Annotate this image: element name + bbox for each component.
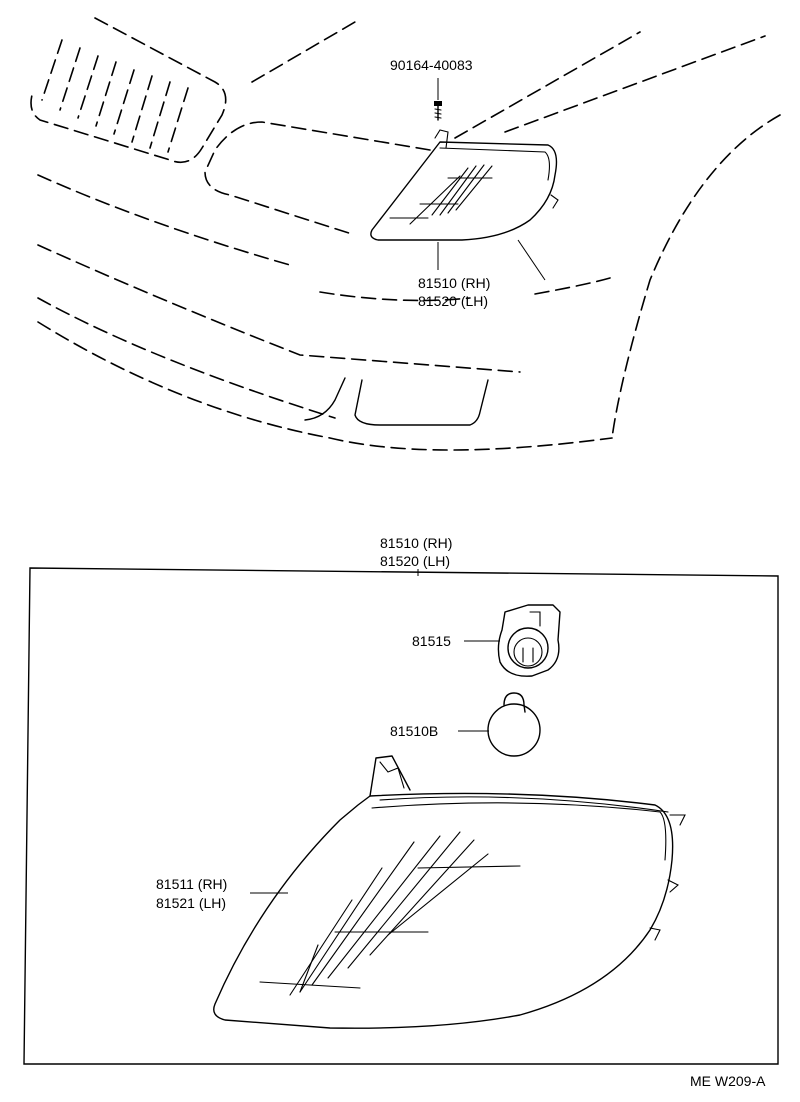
grille-slats [41,39,189,153]
hood-line-1 [251,21,356,83]
fog-recess-left [304,377,346,421]
lens-rh-label: 81511 (RH) [156,876,227,892]
hood-line-2 [454,31,641,139]
headlamp-outline [204,121,431,236]
socket-icon [497,604,561,677]
bulb-label: 81510B [390,723,438,739]
lamp-lh-top-label: 81520 (LH) [418,293,488,309]
grille-outline [30,17,227,164]
leader-lamp-side [517,239,546,281]
socket-label: 81515 [412,633,451,649]
bumper-line-1 [37,297,336,419]
body-line-2 [319,291,471,302]
hood-line-3 [504,35,766,133]
vehicle-front-illustration [30,17,781,451]
fog-recess [354,379,489,426]
lens-lh-label: 81521 (LH) [156,895,226,911]
assembly-lh-label: 81520 (LH) [380,553,450,569]
screw-part-label: 90164-40083 [390,57,473,73]
screw-icon [434,101,442,121]
assembly-rh-label: 81510 (RH) [380,535,452,551]
body-line-3 [534,277,611,295]
lamp-rh-top-label: 81510 (RH) [418,275,490,291]
fender-line [611,114,781,439]
lamp-lens-large [213,755,686,1029]
corner-lamp-small [370,129,559,241]
parts-box [23,567,779,1065]
body-line-4 [37,244,521,373]
bumper-line-2 [37,321,613,451]
body-line-1 [37,174,291,266]
diagram-code: ME W209-A [690,1073,766,1089]
bulb-icon [487,692,541,757]
